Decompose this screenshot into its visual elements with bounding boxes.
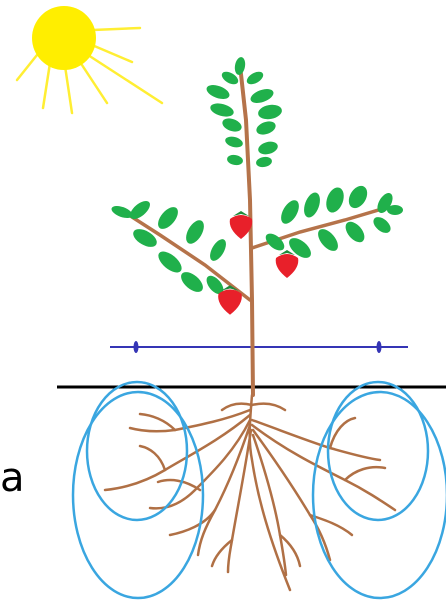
leaf <box>205 82 232 101</box>
leaf <box>345 183 371 212</box>
leaf <box>255 119 278 137</box>
leaf <box>178 268 207 295</box>
leaf <box>249 86 276 105</box>
figure-label: a <box>0 458 25 498</box>
leaf <box>130 225 160 250</box>
sun-ray <box>93 28 140 30</box>
root <box>140 446 165 470</box>
leaf <box>301 190 323 219</box>
leaf <box>245 69 266 87</box>
sun-ray <box>65 66 72 113</box>
leaf <box>257 140 279 157</box>
leaves <box>110 56 403 308</box>
leaf <box>127 198 153 223</box>
leaf <box>257 103 283 121</box>
leaf <box>277 197 302 227</box>
leaf <box>155 248 185 277</box>
root <box>140 414 175 430</box>
root <box>252 404 285 410</box>
leaf <box>387 205 403 215</box>
stem <box>118 65 385 395</box>
wetted-zone-inner-left <box>87 382 187 520</box>
leaf <box>224 135 244 149</box>
drip-line <box>110 341 408 353</box>
sun-ray <box>17 55 37 80</box>
sun-disc <box>32 6 96 70</box>
strawberries <box>218 211 298 315</box>
leaf <box>314 226 341 255</box>
strawberry <box>276 250 299 278</box>
leaf <box>209 101 235 119</box>
leaf <box>323 185 347 215</box>
leaf <box>342 218 368 245</box>
leaf <box>182 217 207 247</box>
sun-ray <box>92 45 132 62</box>
sun-ray <box>43 63 50 108</box>
roots <box>105 395 395 590</box>
leaf <box>234 56 247 75</box>
strawberry-body <box>218 290 242 315</box>
wetted-zones <box>73 382 446 598</box>
sun-ray <box>80 62 107 103</box>
root <box>222 404 252 410</box>
root <box>345 467 385 480</box>
sun <box>17 6 162 113</box>
drip-emitter <box>134 341 139 353</box>
leaf <box>226 154 243 167</box>
sun-ray <box>88 55 162 103</box>
root <box>253 435 286 575</box>
leaf <box>370 214 393 236</box>
leaf <box>207 237 229 264</box>
leaf <box>255 156 272 169</box>
drip-emitter <box>377 341 382 353</box>
root <box>198 425 250 555</box>
leaf <box>154 204 181 233</box>
strawberry-body <box>276 254 299 278</box>
leaf <box>221 116 244 134</box>
